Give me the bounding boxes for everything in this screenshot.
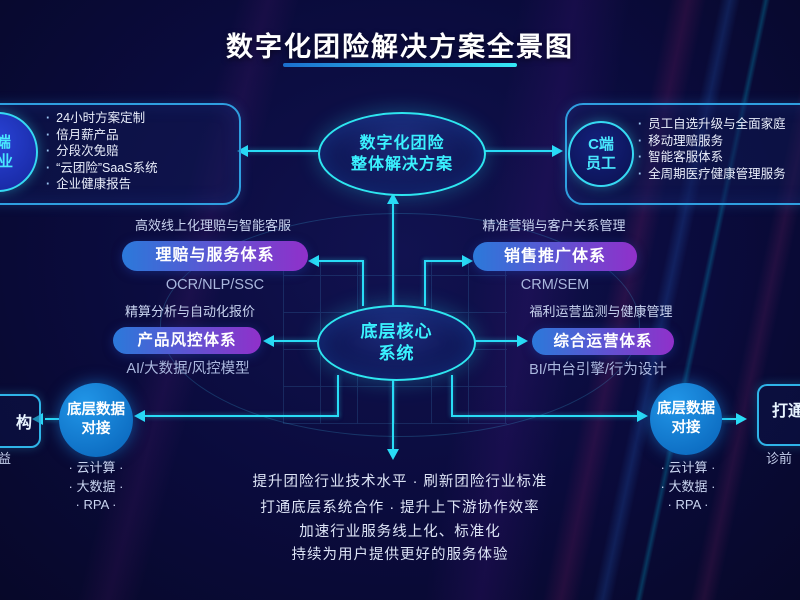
data-tech-list-left: · 云计算 · · 大数据 · · RPA · (46, 459, 146, 515)
list-item: 分段次免赔 (46, 143, 158, 160)
connector-line (362, 260, 364, 306)
list-item: 24小时方案定制 (46, 110, 158, 127)
arrow-down-icon (387, 449, 399, 460)
b2b-circle-label: B端 (0, 134, 11, 151)
list-item: · RPA · (667, 497, 709, 512)
list-item: 智能客服体系 (638, 149, 786, 166)
connector-line (472, 340, 518, 342)
claims-system-pill: 理赔与服务体系 (122, 241, 308, 271)
footer-line: 加速行业服务线上化、标准化 (299, 524, 501, 540)
connector-line (273, 340, 317, 342)
operation-system-label: 福利运营监测与健康管理 (529, 304, 673, 319)
core-system-node: 底层核心 系统 (317, 305, 476, 381)
arrow-left-icon (32, 413, 43, 425)
b2b-feature-list: 24小时方案定制 倍月薪产品 分段次免赔 “云团险”SaaS系统 企业健康报告 (46, 110, 158, 193)
connector-line (722, 418, 736, 420)
list-item: 企业健康报告 (46, 176, 158, 193)
risk-system-label: 精算分析与自动化报价 (124, 304, 255, 319)
footer-line: 打通底层系统合作 · 提升上下游协作效率 (260, 500, 540, 516)
sales-system-label: 精准营销与客户关系管理 (482, 218, 626, 233)
edge-box-left-caption: 益 (0, 451, 12, 466)
arrow-right-icon (462, 255, 473, 267)
arrow-left-icon (237, 145, 248, 157)
arrow-left-icon (308, 255, 319, 267)
top-solution-node-label: 整体解决方案 (350, 156, 453, 173)
sales-system-pill: 销售推广体系 (473, 242, 637, 271)
core-system-node-label: 底层核心 (360, 322, 433, 341)
risk-system-pill: 产品风控体系 (113, 327, 261, 354)
title-underline (283, 63, 517, 67)
list-item: 移动理赔服务 (638, 133, 786, 150)
footer-line: 持续为用户提供更好的服务体验 (291, 547, 509, 563)
arrow-up-icon (387, 193, 399, 204)
connector-line (45, 418, 59, 420)
arrow-right-icon (736, 413, 747, 425)
risk-system-caption: AI/大数据/风控模型 (126, 361, 250, 377)
list-item: · 云计算 · (68, 460, 124, 475)
edge-box-right-caption: 诊前 (766, 451, 793, 466)
connector-line (247, 150, 318, 152)
list-item: “云团险”SaaS系统 (46, 160, 157, 177)
list-item: 全周期医疗健康管理服务 (638, 166, 786, 183)
top-solution-node: 数字化团险 整体解决方案 (318, 112, 486, 196)
connector-line (482, 150, 553, 152)
list-item: 倍月薪产品 (46, 127, 158, 144)
arrow-right-icon (552, 145, 563, 157)
connector-line (453, 415, 638, 417)
data-connect-label: 对接 (671, 420, 701, 436)
b2c-circle: C端 员工 (568, 121, 634, 187)
data-connect-circle-right: 底层数据 对接 (650, 383, 722, 455)
b2b-circle-label: 企业 (0, 153, 13, 170)
edge-box-right: 打通 (757, 384, 800, 446)
claims-system-label: 高效线上化理赔与智能客服 (134, 218, 291, 233)
claims-system-caption: OCR/NLP/SSC (165, 277, 265, 293)
b2c-circle-label: C端 (588, 136, 614, 153)
list-item: · 云计算 · (660, 460, 716, 475)
data-connect-circle-left: 底层数据 对接 (59, 383, 133, 457)
sales-system-caption: CRM/SEM (520, 277, 590, 293)
connector-line (392, 202, 394, 306)
connector-line (144, 415, 339, 417)
connector-line (424, 260, 426, 306)
data-connect-label: 对接 (81, 421, 111, 437)
arrow-right-icon (637, 410, 648, 422)
list-item: · 大数据 · (68, 478, 124, 494)
arrow-left-icon (263, 335, 274, 347)
list-item: 员工自选升级与全面家庭 (638, 116, 786, 133)
connector-line (451, 375, 453, 417)
b2c-feature-list: 员工自选升级与全面家庭 移动理赔服务 智能客服体系 全周期医疗健康管理服务 (638, 116, 786, 182)
connector-line (337, 375, 339, 417)
operation-system-caption: BI/中台引擎/行为设计 (529, 362, 667, 378)
core-system-node-label: 系统 (378, 344, 415, 363)
arrow-right-icon (517, 335, 528, 347)
data-connect-label: 底层数据 (657, 401, 715, 417)
b2c-circle-label: 员工 (585, 155, 616, 172)
connector-line (318, 260, 364, 262)
edge-box-left: 构 (0, 394, 41, 448)
connector-line (424, 260, 464, 262)
list-item: · RPA · (75, 497, 117, 512)
operation-system-pill: 综合运营体系 (532, 328, 674, 355)
page-title: 数字化团险解决方案全景图 (226, 32, 574, 62)
data-tech-list-right: · 云计算 · · 大数据 · · RPA · (638, 459, 738, 515)
data-connect-label: 底层数据 (67, 402, 125, 418)
footer-line: 提升团险行业技术水平 · 刷新团险行业标准 (252, 474, 548, 490)
arrow-left-icon (134, 410, 145, 422)
connector-line (392, 377, 394, 450)
list-item: · 大数据 · (660, 478, 716, 494)
top-solution-node-label: 数字化团险 (359, 135, 445, 152)
